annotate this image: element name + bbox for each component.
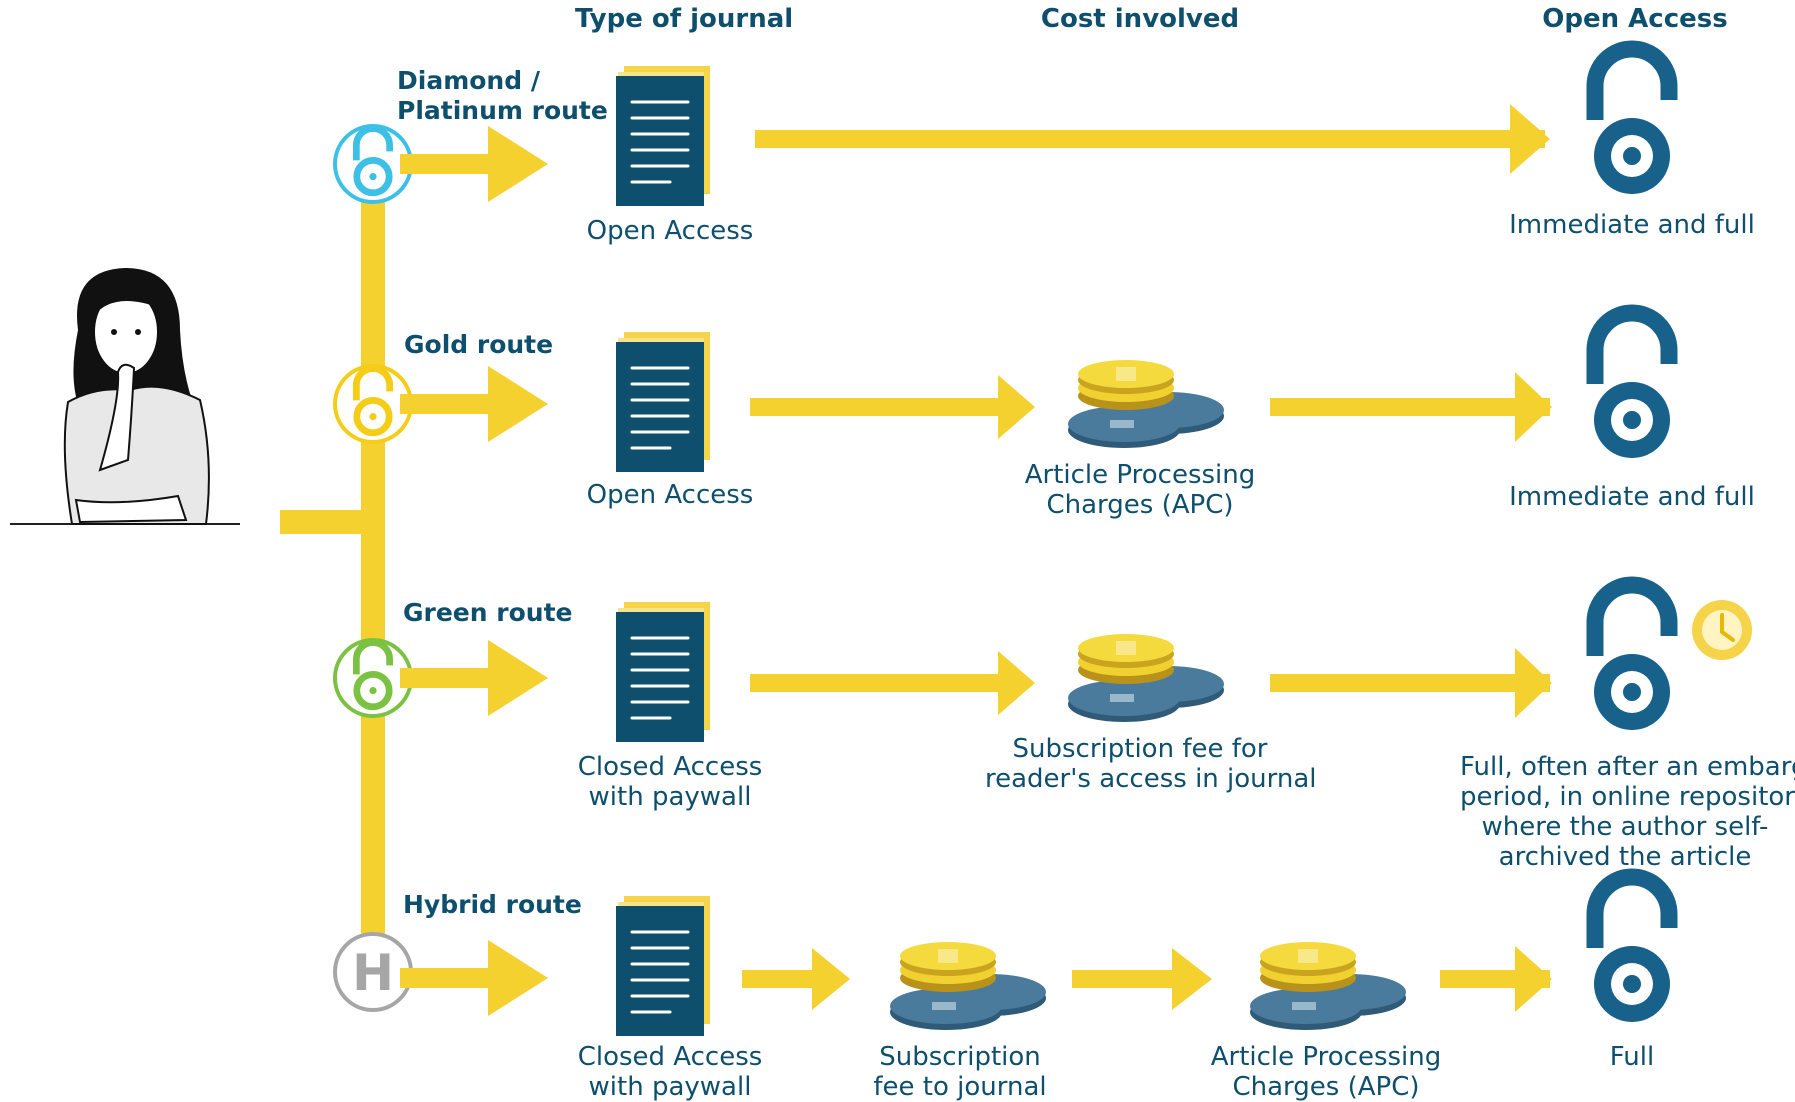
route-name-diamond: Diamond / Platinum route	[397, 66, 608, 126]
cost-label-line: Charges (APC)	[1232, 1072, 1420, 1102]
diamond-open-access-lock-icon	[1594, 49, 1670, 194]
journal-label-line: Closed Access	[577, 1042, 763, 1072]
header-type-of-journal: Type of journal	[575, 4, 794, 34]
result-label-line: Immediate and full	[1509, 482, 1755, 512]
person-thinking-illustration	[10, 268, 240, 525]
journal-label-line: with paywall	[588, 1072, 752, 1102]
cost-label-line: Article Processing	[1210, 1042, 1442, 1072]
hybrid-subscription-coins-icon	[890, 942, 1046, 1030]
gold-coins-icon	[1068, 360, 1224, 448]
cost-label-line: Charges (APC)	[1046, 490, 1234, 520]
route-name-green: Green route	[403, 598, 572, 628]
result-label-line: where the author self-	[1481, 812, 1769, 842]
cost-label-gold: Article Processing Charges (APC)	[1010, 460, 1270, 520]
gold-open-access-lock-icon	[1594, 313, 1670, 458]
cost-label-line: reader's access in journal	[985, 764, 1317, 794]
route-name-gold: Gold route	[404, 330, 553, 360]
green-open-access-lock-icon	[1594, 585, 1670, 730]
hybrid-apc-coins-icon	[1250, 942, 1406, 1030]
result-label-diamond: Immediate and full	[1502, 210, 1762, 240]
green-coins-icon	[1068, 634, 1224, 722]
cost-label-hybrid-subscription: Subscription fee to journal	[860, 1042, 1060, 1102]
journal-label-line: with paywall	[588, 782, 752, 812]
diamond-open-access-lock-icon	[352, 125, 394, 197]
route-diamond-row	[333, 49, 1670, 208]
route-gold-row	[333, 313, 1670, 474]
route-connector-lines	[280, 180, 385, 980]
result-label-line: Immediate and full	[1509, 210, 1755, 240]
journal-label-line: Open Access	[586, 480, 754, 510]
hybrid-badge-letter: H	[352, 944, 394, 1002]
journal-label-line: Open Access	[586, 216, 754, 246]
cost-label-line: fee to journal	[873, 1072, 1047, 1102]
result-label-green: Full, often after an embargo period, in …	[1460, 752, 1795, 872]
result-label-gold: Immediate and full	[1502, 482, 1762, 512]
cost-label-line: Subscription fee for	[1012, 734, 1268, 764]
journal-label-line: Closed Access	[577, 752, 763, 782]
journal-label-green: Closed Access with paywall	[570, 752, 770, 812]
green-journal-document-icon	[614, 600, 712, 744]
diamond-long-arrow	[755, 104, 1550, 174]
journal-label-diamond: Open Access	[570, 216, 770, 246]
route-name-hybrid: Hybrid route	[403, 890, 582, 920]
route-name-line: Green route	[403, 598, 573, 627]
cost-label-line: Article Processing	[1024, 460, 1256, 490]
route-name-line: Platinum route	[397, 96, 608, 125]
result-label-line: Full, often after an embargo	[1460, 752, 1795, 782]
route-name-line: Gold route	[404, 330, 554, 359]
cost-label-hybrid-apc: Article Processing Charges (APC)	[1196, 1042, 1456, 1102]
embargo-clock-icon	[1692, 600, 1752, 660]
hybrid-open-access-lock-icon	[1594, 877, 1670, 1022]
result-label-line: Full	[1609, 1042, 1655, 1072]
journal-label-gold: Open Access	[570, 480, 770, 510]
gold-journal-document-icon	[614, 330, 712, 474]
hybrid-journal-document-icon	[614, 894, 712, 1038]
route-name-line: Hybrid route	[403, 890, 582, 919]
result-label-line: archived the article	[1498, 842, 1752, 872]
diamond-journal-document-icon	[614, 64, 712, 208]
route-name-line: Diamond /	[397, 66, 540, 95]
journal-label-hybrid: Closed Access with paywall	[570, 1042, 770, 1102]
header-open-access: Open Access	[1542, 4, 1728, 34]
result-label-line: period, in online repository	[1460, 782, 1795, 812]
header-cost-involved: Cost involved	[1040, 4, 1240, 34]
route-hybrid-row: H	[333, 877, 1670, 1038]
cost-label-line: Subscription	[879, 1042, 1041, 1072]
route-green-row	[333, 585, 1752, 744]
result-label-hybrid: Full	[1572, 1042, 1692, 1072]
cost-label-green: Subscription fee for reader's access in …	[985, 734, 1317, 794]
